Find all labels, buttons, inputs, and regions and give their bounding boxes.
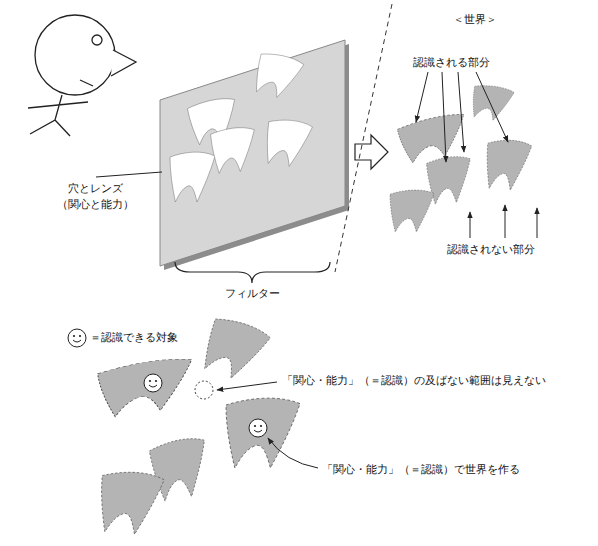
unseen-object	[195, 381, 213, 399]
pointer-arrows	[416, 72, 508, 162]
divider-line	[335, 4, 392, 272]
smiley-symbol	[144, 374, 162, 392]
pointer-label: 認識されない部分	[446, 242, 536, 258]
world-blob	[484, 138, 532, 192]
leader-line	[96, 172, 162, 177]
world-blob	[426, 155, 474, 205]
callout-label: 「関心・能力」（＝認識）の及ばない範囲は見えない	[281, 373, 547, 389]
world-blobs	[97, 83, 532, 537]
filter-hole	[170, 152, 215, 202]
callout-label: 「関心・能力」（＝認識）で世界を作る	[321, 462, 521, 478]
hollow-arrow	[355, 135, 388, 169]
filter-label: 穴とレンズ （関心と能力）	[44, 181, 146, 213]
filter-panel	[160, 40, 349, 270]
smiley-symbol	[68, 329, 86, 347]
stick-figure	[28, 15, 136, 136]
world-blob	[390, 190, 434, 232]
smiley-symbol	[249, 419, 267, 437]
brace	[175, 262, 330, 283]
callout-arrows	[217, 382, 318, 468]
filter-hole	[251, 50, 304, 102]
brace-label: フィルター	[224, 286, 281, 302]
world-blob	[97, 470, 164, 537]
filter-hole	[210, 126, 258, 174]
world-blob	[469, 83, 514, 123]
world-blob	[198, 314, 272, 386]
up-arrows	[470, 205, 537, 238]
region-title: ＜世界＞	[452, 12, 498, 28]
pointer-label: 認識される部分	[412, 55, 491, 71]
world-blob	[97, 356, 198, 419]
legend-text: ＝認識できる対象	[89, 330, 179, 346]
filter-hole	[263, 117, 313, 169]
